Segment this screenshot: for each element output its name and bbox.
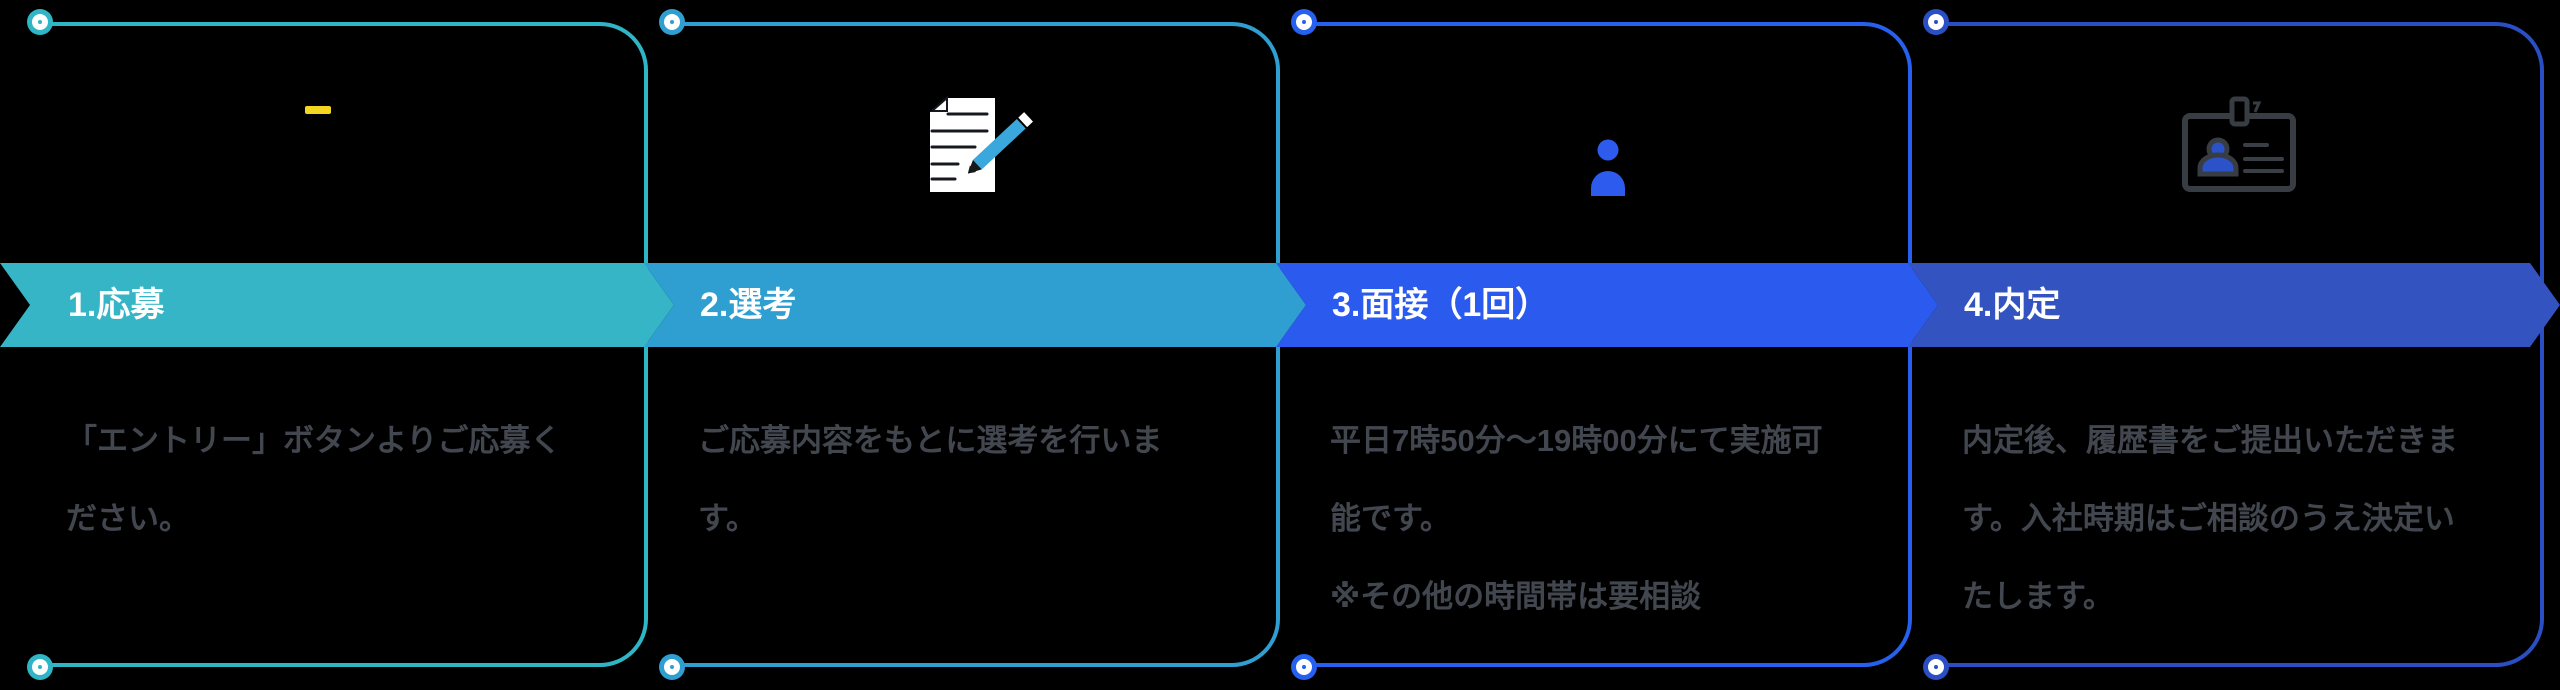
description-line: 平日7時50分～19時00分にて実施可: [1330, 423, 1823, 458]
description-line: 「エントリー」ボタンよりご応募く: [66, 423, 562, 458]
step-card-1-apply: 「エントリー」ボタンよりご応募く ださい。: [32, 14, 648, 675]
step-banner-label: 4.内定: [1964, 286, 2061, 324]
description-line: 能です。: [1330, 501, 1451, 536]
corner-node-icon: [664, 659, 680, 675]
corner-node-icon: [1296, 659, 1312, 675]
description-line: す。入社時期はご相談のうえ決定い: [1962, 501, 2455, 536]
corner-node-icon: [1928, 14, 1944, 30]
step-description: ご応募内容をもとに選考を行いま す。: [698, 402, 1246, 558]
document-pencil-icon: [929, 95, 1034, 192]
corner-node-icon: [32, 659, 48, 675]
step-description: 平日7時50分～19時00分にて実施可 能です。 ※その他の時間帯は要相談: [1330, 402, 1878, 636]
corner-node-icon: [32, 14, 48, 30]
corner-node-icon: [664, 14, 680, 30]
corner-node-icon: [1928, 659, 1944, 675]
yellow-dash-icon: [305, 106, 331, 114]
step-description: 内定後、履歴書をご提出いただきま す。入社時期はご相談のうえ決定い たします。: [1962, 402, 2510, 636]
description-line: たします。: [1962, 579, 2114, 614]
corner-node-icon: [1296, 14, 1312, 30]
step-banner-2: 2.選考: [644, 263, 1306, 347]
step-banner-label: 3.面接（1回）: [1332, 286, 1550, 324]
description-line: ださい。: [66, 501, 190, 536]
person-icon: [1591, 139, 1625, 196]
step-banner-label: 1.応募: [68, 286, 165, 324]
step-banner-4: 4.内定: [1908, 263, 2560, 347]
step-description: 「エントリー」ボタンよりご応募く ださい。: [66, 402, 614, 558]
step-banner-3: 3.面接（1回）: [1276, 263, 1938, 347]
description-line: 内定後、履歴書をご提出いただきま: [1962, 423, 2458, 458]
description-line: す。: [698, 501, 757, 536]
id-badge-icon: [2182, 96, 2296, 192]
description-line: ご応募内容をもとに選考を行いま: [698, 423, 1163, 458]
description-line: ※その他の時間帯は要相談: [1330, 579, 1702, 614]
step-banner-label: 2.選考: [700, 286, 797, 324]
step-card-4-offer: 内定後、履歴書をご提出いただきま す。入社時期はご相談のうえ決定い たします。: [1928, 14, 2544, 675]
step-banner-1: 1.応募: [0, 263, 674, 347]
